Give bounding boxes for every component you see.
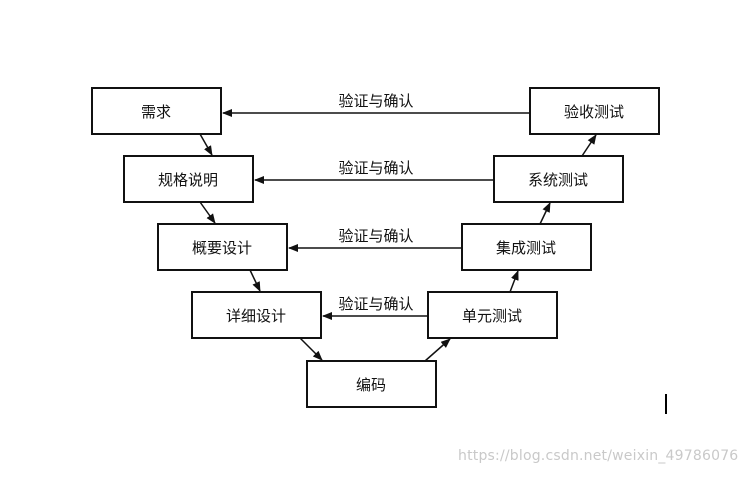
box-detailed-design: 详细设计 [191,291,322,339]
box-integration-test: 集成测试 [461,223,592,271]
arrow-down-4 [299,337,323,361]
watermark-url: https://blog.csdn.net/weixin_49786076 [458,448,739,464]
box-outline-design: 概要设计 [157,223,288,271]
box-unit-test-label: 单元测试 [462,307,522,325]
edge-label-row4: 验证与确认 [338,295,413,313]
box-system-test-label: 系统测试 [528,171,588,189]
edge-label-row1: 验证与确认 [338,92,413,110]
arrow-up-1 [424,338,451,362]
box-coding: 编码 [306,360,437,408]
box-acceptance-test-label: 验收测试 [564,103,624,121]
arrow-down-1 [199,133,213,156]
arrow-up-3 [539,202,551,225]
box-system-test: 系统测试 [493,155,624,203]
box-specification-label: 规格说明 [158,171,218,189]
edge-label-row2: 验证与确认 [338,159,413,177]
box-integration-test-label: 集成测试 [496,239,556,257]
box-outline-design-label: 概要设计 [192,239,252,257]
edge-label-row3: 验证与确认 [338,227,413,245]
box-requirements-label: 需求 [141,103,171,121]
box-unit-test: 单元测试 [427,291,558,339]
arrow-down-2 [199,201,216,224]
box-acceptance-test: 验收测试 [529,87,660,135]
box-detailed-design-label: 详细设计 [226,307,286,325]
arrow-up-4 [581,134,597,157]
box-requirements: 需求 [91,87,222,135]
text-cursor [665,394,667,414]
arrow-up-2 [509,270,519,293]
arrow-down-3 [249,269,261,292]
box-coding-label: 编码 [356,376,386,394]
box-specification: 规格说明 [123,155,254,203]
